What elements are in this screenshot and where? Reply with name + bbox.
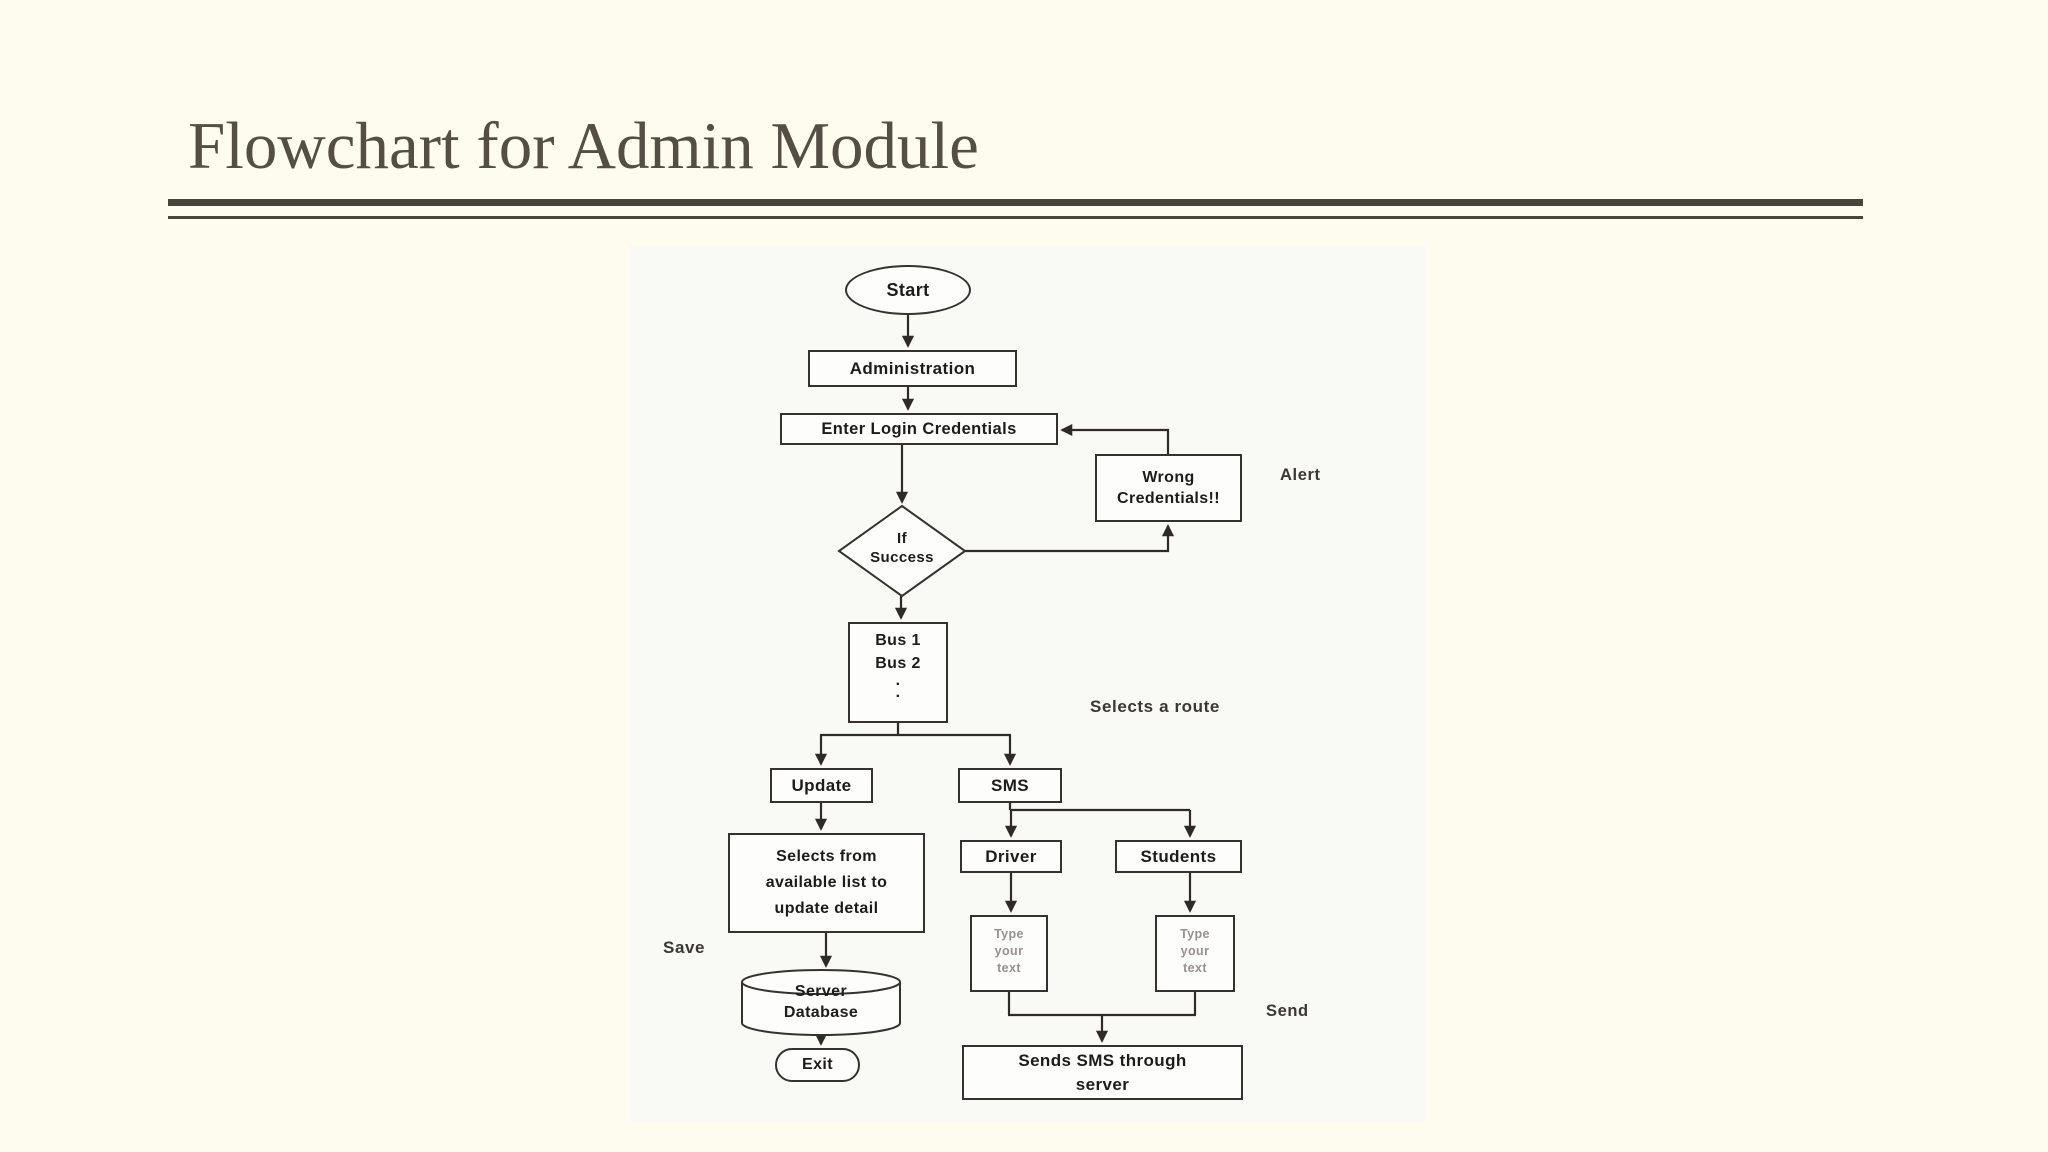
sends-sms-label: Sends SMS through server <box>1018 1050 1187 1094</box>
save-annotation: Save <box>663 938 706 957</box>
selects-from-list-label: Selects from available list to update de… <box>765 848 888 917</box>
sms-node: SMS <box>958 768 1062 803</box>
type-your-text-driver-label: Type your text <box>994 927 1024 975</box>
bus-list-node: Bus 1 Bus 2 . . <box>848 622 948 723</box>
slide-title: Flowchart for Admin Module <box>188 109 979 183</box>
driver-node: Driver <box>960 840 1062 873</box>
exit-node: Exit <box>775 1048 860 1082</box>
sends-sms-node: Sends SMS through server <box>962 1045 1243 1100</box>
wrong-credentials-label: Wrong Credentials!! <box>1117 469 1220 507</box>
selects-a-route-annotation: Selects a route <box>1090 697 1220 716</box>
enter-login-credentials-node: Enter Login Credentials <box>780 413 1058 445</box>
type-your-text-driver-box: Type your text <box>970 915 1048 992</box>
bus-1-label: Bus 1 <box>875 632 921 649</box>
title-rule-thin <box>168 216 1863 219</box>
title-rule-thick <box>168 199 1863 206</box>
if-success-line1: If <box>897 530 907 547</box>
server-database-line1: Server <box>794 983 848 1000</box>
wrong-credentials-node: Wrong Credentials!! <box>1095 454 1242 522</box>
flowchart-canvas: Start Administration Enter Login Credent… <box>630 245 1425 1122</box>
update-node: Update <box>770 768 873 803</box>
if-success-line2: Success <box>870 549 934 566</box>
alert-annotation: Alert <box>1280 466 1321 484</box>
start-node: Start <box>845 265 971 315</box>
type-your-text-students-label: Type your text <box>1180 927 1210 975</box>
bus-2-label: Bus 2 <box>875 655 921 672</box>
selects-from-list-node: Selects from available list to update de… <box>728 833 925 933</box>
arrow-if-success-to-wrong-credentials <box>965 524 1175 553</box>
students-node: Students <box>1115 840 1242 873</box>
server-database-text: Server Database <box>742 981 900 1023</box>
if-success-text: If Success <box>839 529 965 567</box>
send-annotation: Send <box>1266 1002 1309 1020</box>
bus-ellipsis-dot: . <box>895 672 901 689</box>
arrow-wrong-credentials-to-login <box>1060 423 1170 454</box>
type-your-text-students-box: Type your text <box>1155 915 1235 992</box>
server-database-line2: Database <box>783 1004 859 1021</box>
administration-node: Administration <box>808 350 1017 387</box>
bus-ellipsis-dot: . <box>895 684 901 701</box>
